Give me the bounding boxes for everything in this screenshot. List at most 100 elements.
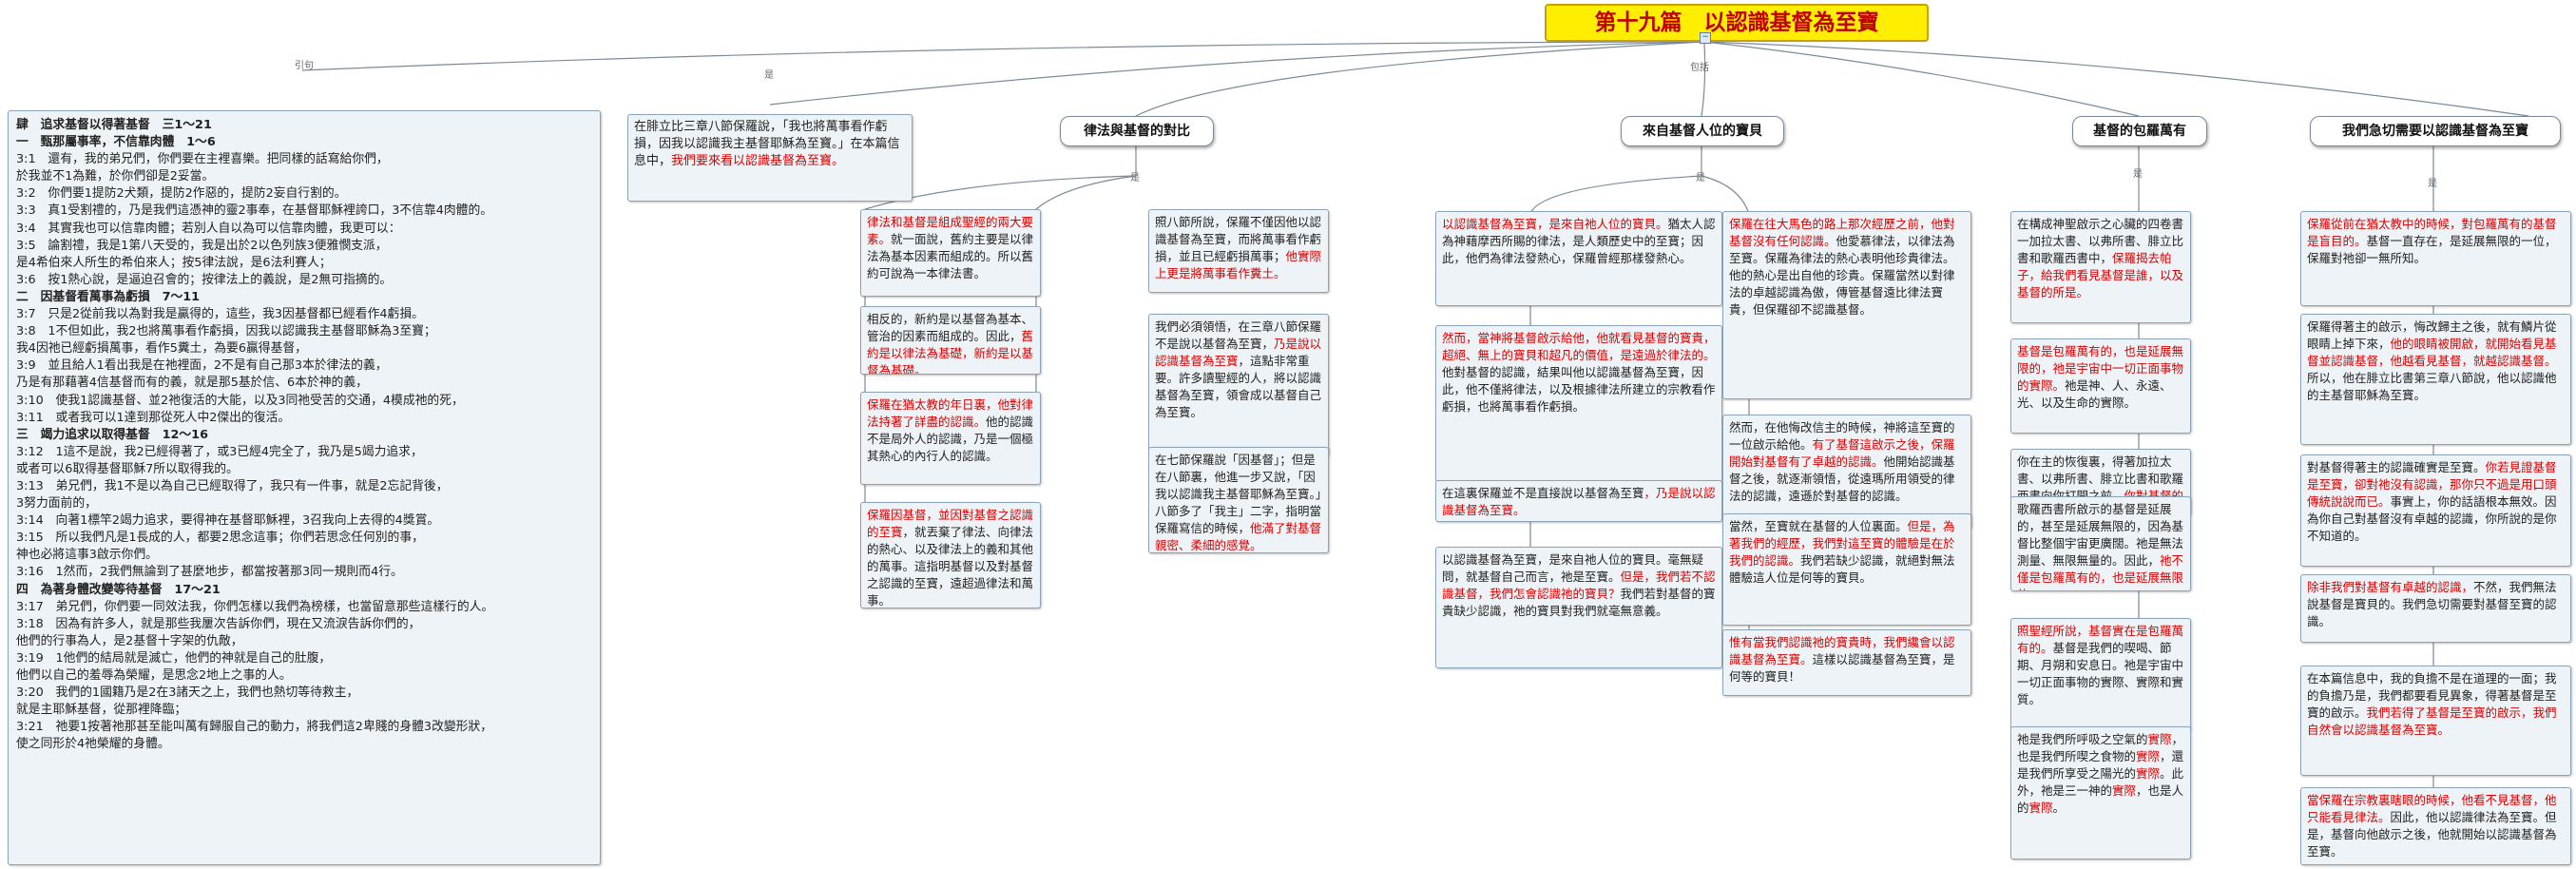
note-box[interactable]: 保羅在往大馬色的路上那次經歷之前，他對基督沒有任何認識。他愛慕律法，以律法為至寶… (1722, 211, 1971, 399)
outline-heading: 一 甄那屬事率，不信靠肉體 1～6 (16, 135, 216, 150)
note-box[interactable]: 照聖經所說，基督實在是包羅萬有的。基督是我們的喫喝、節期、月朔和安息日。祂是宇宙… (2010, 618, 2191, 730)
verse-line: 3:12 1這不是說，我2已經得著了，或3已經4完全了，我乃是5竭力追求， (16, 444, 423, 459)
note-box[interactable]: 相反的，新約是以基督為基本、管治的因素而組成的。因此，舊約是以律法為基礎，新約是… (860, 306, 1041, 375)
note-text: 他愛慕律法，以律法為至寶。保羅為律法的熱心表明他珍貴律法。他的熱心是出自他的珍貴… (1729, 234, 1955, 317)
highlight-text: 惟有當我們認識祂的寶貴時，我們纔會以認識基督為至寶。 (1729, 635, 1955, 666)
note-text: 我們若對基督的寶貴缺少認識，祂的寶貝對我們就毫無意義。 (1442, 587, 1716, 618)
highlight-text: 當保羅在宗教裏瞎眼的時候，他看不見基督，他只能看見律法。 (2307, 793, 2557, 824)
verse-line: 3:5 論割禮，我是1第八天受的，我是出於2以色列族3便雅憫支派， (16, 238, 388, 253)
note-box[interactable]: 然而，在他悔改信主的時候，神將這至寶的一位啟示給他。有了基督這啟示之後，保羅開始… (1722, 415, 1971, 529)
note-box[interactable]: 在這裏保羅並不是直接說以基督為至寶，乃是說以認識基督為至寶。 (1435, 480, 1722, 522)
verse-line: 我4因祂已經虧損萬事，看作5糞土，為要6贏得基督， (16, 341, 307, 357)
note-box[interactable]: 律法和基督是組成聖經的兩大要素。就一面說，舊約主要是以律法為基本因素而組成的。所… (860, 209, 1041, 297)
note-text: ，這點非常重要。許多讀聖經的人，將以認識基督為至寶，領會成以基督自己為至寶。 (1155, 354, 1322, 419)
highlight-text: ，乃是說以認識基督為至寶。 (1442, 486, 1716, 517)
edge-label-quote: 引句 (295, 61, 314, 71)
note-box[interactable]: 我們必須領悟，在三章八節保羅不是說以基督為至寶，乃是說以認識基督為至寶，這點非常… (1148, 314, 1329, 456)
note-box[interactable]: 當保羅在宗教裏瞎眼的時候，他看不見基督，他只能看見律法。因此，他以認識律法為至寶… (2300, 787, 2571, 865)
note-text: 不然，我們無法說基督是寶貝的。我們急切需要對基督至寶的認識。 (2307, 580, 2557, 628)
verse-line: 3:1 還有，我的弟兄們，你們要在主裡喜樂。把同樣的話寫給你們， (16, 152, 389, 167)
outline-heading: 四 為著身體改變等待基督 17～21 (16, 582, 221, 597)
note-text: 基督一直存在，是延展無限的一位，保羅對祂卻一無所知。 (2307, 234, 2557, 265)
note-text: 然而，在他悔改信主的時候，神將這至寶的一位啟示給他。 (1729, 420, 1955, 452)
highlight-text: 照聖經所說，基督實在是包羅萬有的。 (2017, 624, 2184, 655)
note-text: 這樣以認識基督為至寶，是何等的寶貝！ (1729, 652, 1955, 684)
highlight-text: 保羅因基督，並因對基督之認識的至寶 (867, 508, 1034, 539)
intro-text: 在腓立比三章八節保羅說，「我也將萬事看作虧損，因我以認識我主基督耶穌為至寶。」在… (634, 120, 900, 168)
note-box[interactable]: 保羅從前在猶太教中的時候，對包羅萬有的基督是盲目的。基督一直存在，是延展無限的一… (2300, 211, 2571, 306)
highlight-text: 祂不僅是包羅萬有的，也是延展無限的。 (2017, 553, 2184, 590)
highlight-text: 但是，為著我們的經歷，我們對這至寶的體驗是在於我們的認識。 (1729, 519, 1955, 568)
note-box[interactable]: 惟有當我們認識祂的寶貴時，我們纔會以認識基督為至寶。這樣以認識基督為至寶，是何等… (1722, 629, 1971, 696)
topic-treasure-of-person[interactable]: 來自基督人位的寶貝 (1621, 116, 1784, 146)
note-box[interactable]: 祂是我們所呼吸之空氣的實際，也是我們所喫之食物的實際，還是我們所享受之陽光的實際… (2010, 726, 2191, 859)
verse-line: 3:7 只是2從前我以為對我是贏得的，這些，我3因基督都已經看作4虧損。 (16, 307, 424, 322)
note-text: 我們若缺少認識，就絕對無法體驗這人位是何等的寶貝。 (1729, 553, 1955, 585)
verse-line: 3:13 弟兄們，我1不是以為自己已經取得了，我只有一件事，就是2忘記背後， (16, 478, 449, 493)
note-text: 所以，他在腓立比書第三章八節說，他以認識他的主基督耶穌為至寶。 (2307, 371, 2557, 402)
note-box[interactable]: 當然，至寶就在基督的人位裏面。但是，為著我們的經歷，我們對這至寶的體驗是在於我們… (1722, 513, 1971, 626)
note-box[interactable]: 保羅得著主的啟示，悔改歸主之後，就有鱗片從眼睛上掉下來，他的眼睛被開啟，就開始看… (2300, 314, 2571, 445)
highlight-text: 保羅從前在猶太教中的時候，對包羅萬有的基督是盲目的。 (2307, 217, 2557, 248)
note-text: 。此外，祂是三一神的 (2017, 766, 2184, 798)
verse-line: 或者可以6取得基督耶穌7所以取得我的。 (16, 461, 239, 476)
verse-line: 他們以自己的羞辱為榮耀，是思念2地上之事的人。 (16, 668, 292, 683)
verse-line: 3:3 真1受割禮的，乃是我們這憑神的靈2事奉，在基督耶穌裡誇口，3不信靠4肉體… (16, 203, 493, 219)
note-text: ，也是我們所喫之食物的 (2017, 732, 2184, 763)
note-text: 他的認識不是局外人的認識，乃是一個極其熱心的內行人的認識。 (867, 415, 1034, 463)
edge-label-is-3: 是 (2133, 169, 2143, 180)
note-box[interactable]: 基督是包羅萬有的，也是延展無限的，祂是宇宙中一切正面事物的實際。祂是神、人、永遠… (2010, 338, 2191, 434)
highlight-text: 以認識基督為至寶，是來自祂人位的寶貝。 (1442, 217, 1668, 231)
highlight-text: 實際 (2028, 801, 2053, 815)
note-box[interactable]: 歌羅西書所啟示的基督是延展的，甚至是延展無限的，因為基督比整個宇宙更廣闊。祂是無… (2010, 496, 2191, 591)
note-text: 祂是我們所呼吸之空氣的 (2017, 732, 2148, 746)
verse-line: 乃是有那藉著4信基督而有的義，就是那5基於信、6本於神的義， (16, 376, 368, 391)
highlight-text: 基督是包羅萬有的，也是延展無限的，祂是宇宙中一切正面事物的實際。 (2017, 344, 2184, 393)
verse-line: 他們的行事為人，是2基督十字架的仇敵， (16, 633, 243, 648)
note-text: 他開始認識基督之後，就逐漸領悟，從遠瑪所用領受的律法的認識，遠遜於對基督的認識。 (1729, 454, 1955, 503)
intro-box[interactable]: 在腓立比三章八節保羅說，「我也將萬事看作虧損，因我以認識我主基督耶穌為至寶。」在… (627, 114, 913, 202)
note-text: 照八節所說，保羅不僅因他以認識基督為至寶，而將萬事看作虧損，並且已經虧損萬事； (1155, 215, 1322, 263)
highlight-text: 有了基督這啟示之後，保羅開始對基督有了卓越的認識。 (1729, 437, 1955, 469)
edge-label-is: 是 (764, 70, 774, 81)
note-box[interactable]: 照八節所說，保羅不僅因他以認識基督為至寶，而將萬事看作虧損，並且已經虧損萬事；他… (1148, 209, 1329, 293)
verse-line: 3:14 向著1標竿2竭力追求，要得神在基督耶穌裡，3召我向上去得的4獎賞。 (16, 513, 440, 529)
note-box[interactable]: 在構成神聖啟示之心臟的四卷書一加拉太書、以弗所書、腓立比書和歌羅西書中，保羅揭去… (2010, 211, 2191, 323)
note-box[interactable]: 保羅在猶太教的年日裏，他對律法持著了詳盡的認識。他的認識不是局外人的認識，乃是一… (860, 392, 1041, 485)
note-box[interactable]: 對基督得著主的認識確實是至寶。你若見證基督是至寶，卻對祂沒有認識，那你只不過是用… (2300, 454, 2571, 567)
highlight-text: 然而，當神將基督啟示給他，他就看見基督的寶貴，超絕、無上的寶貝和超凡的價值，是遠… (1442, 331, 1716, 362)
verse-line: 3:10 使我1認識基督、並2祂復活的大能，以及3同祂受苦的交通，4模成祂的死， (16, 393, 464, 408)
verse-line: 3:8 1不但如此，我2也將萬事看作虧損，因我以認識我主基督耶穌為3至寶； (16, 324, 436, 339)
verse-line: 於我並不1為難，於你們卻是2妥當。 (16, 169, 215, 184)
topic-law-vs-christ[interactable]: 律法與基督的對比 (1060, 116, 1214, 146)
note-box[interactable]: 然而，當神將基督啟示給他，他就看見基督的寶貴，超絕、無上的寶貝和超凡的價值，是遠… (1435, 325, 1722, 482)
collapse-toggle-icon[interactable]: − (1700, 32, 1711, 44)
note-box[interactable]: 在本篇信息中，我的負擔不是在道理的一面；我的負擔乃是，我們都要看見異象，得著基督… (2300, 666, 2571, 776)
note-box[interactable]: 除非我們對基督有卓越的認識，不然，我們無法說基督是寶貝的。我們急切需要對基督至寶… (2300, 574, 2571, 643)
note-box[interactable]: 以認識基督為至寶，是來自祂人位的寶貝。猶太人認為神藉摩西所賜的律法，是人類歷史中… (1435, 211, 1722, 306)
note-box[interactable]: 以認識基督為至寶，是來自祂人位的寶貝。毫無疑問，就基督自己而言，祂是至寶。但是，… (1435, 547, 1722, 668)
edge-label-includes: 包括 (1690, 63, 1709, 73)
note-text: 。 (2052, 801, 2066, 815)
highlight-text: 實際 (2147, 732, 2172, 746)
map-title[interactable]: 第十九篇 以認識基督為至寶 (1545, 4, 1929, 42)
verse-line: 3:4 其實我也可以信靠肉體；若別人自以為可以信靠肉體，我更可以： (16, 221, 401, 236)
verse-line: 3:11 或者我可以1達到那從死人中2傑出的復活。 (16, 410, 291, 425)
verse-line: 3:19 1他們的結局就是滅亡，他們的神就是自己的肚腹， (16, 650, 332, 666)
note-text: 祂是神、人、永遠、光、以及生命的實際。 (2017, 378, 2172, 410)
verse-line: 3:21 祂要1按著祂那甚至能叫萬有歸服自己的動力，將我們這2卑賤的身體3改變形… (16, 720, 493, 735)
note-text: 歌羅西書所啟示的基督是延展的，甚至是延展無限的，因為基督比整個宇宙更廣闊。祂是無… (2017, 502, 2184, 568)
highlight-text: 實際 (2136, 749, 2161, 763)
note-text: 保羅得著主的啟示，悔改歸主之後，就有鱗片從眼睛上掉下來， (2307, 319, 2557, 351)
note-box[interactable]: 在七節保羅說「因基督」；但是在八節裏，他進一步又說，「因我以認識我主基督耶穌為至… (1148, 447, 1329, 553)
note-box[interactable]: 保羅因基督，並因對基督之認識的至寶，就丟棄了律法、向律法的熱心、以及律法上的義和… (860, 502, 1041, 608)
verse-line: 3:18 因為有許多人，就是那些我屢次告訴你們，現在又流淚告訴你們的， (16, 616, 421, 631)
topic-urgent-need[interactable]: 我們急切需要以認識基督為至寶 (2310, 116, 2561, 146)
topic-all-inclusive-christ[interactable]: 基督的包羅萬有 (2072, 116, 2207, 146)
verse-line: 3:16 1然而，2我們無論到了甚麼地步，都當按著那3同一規則而4行。 (16, 565, 403, 580)
verse-line: 3:9 並且給人1看出我是在祂裡面，2不是有自己那3本於律法的義， (16, 358, 388, 374)
note-text: 在這裏保羅並不是直接說以基督為至寶 (1442, 486, 1644, 500)
highlight-text: 律法和基督是組成聖經的兩大要素。 (867, 215, 1034, 246)
